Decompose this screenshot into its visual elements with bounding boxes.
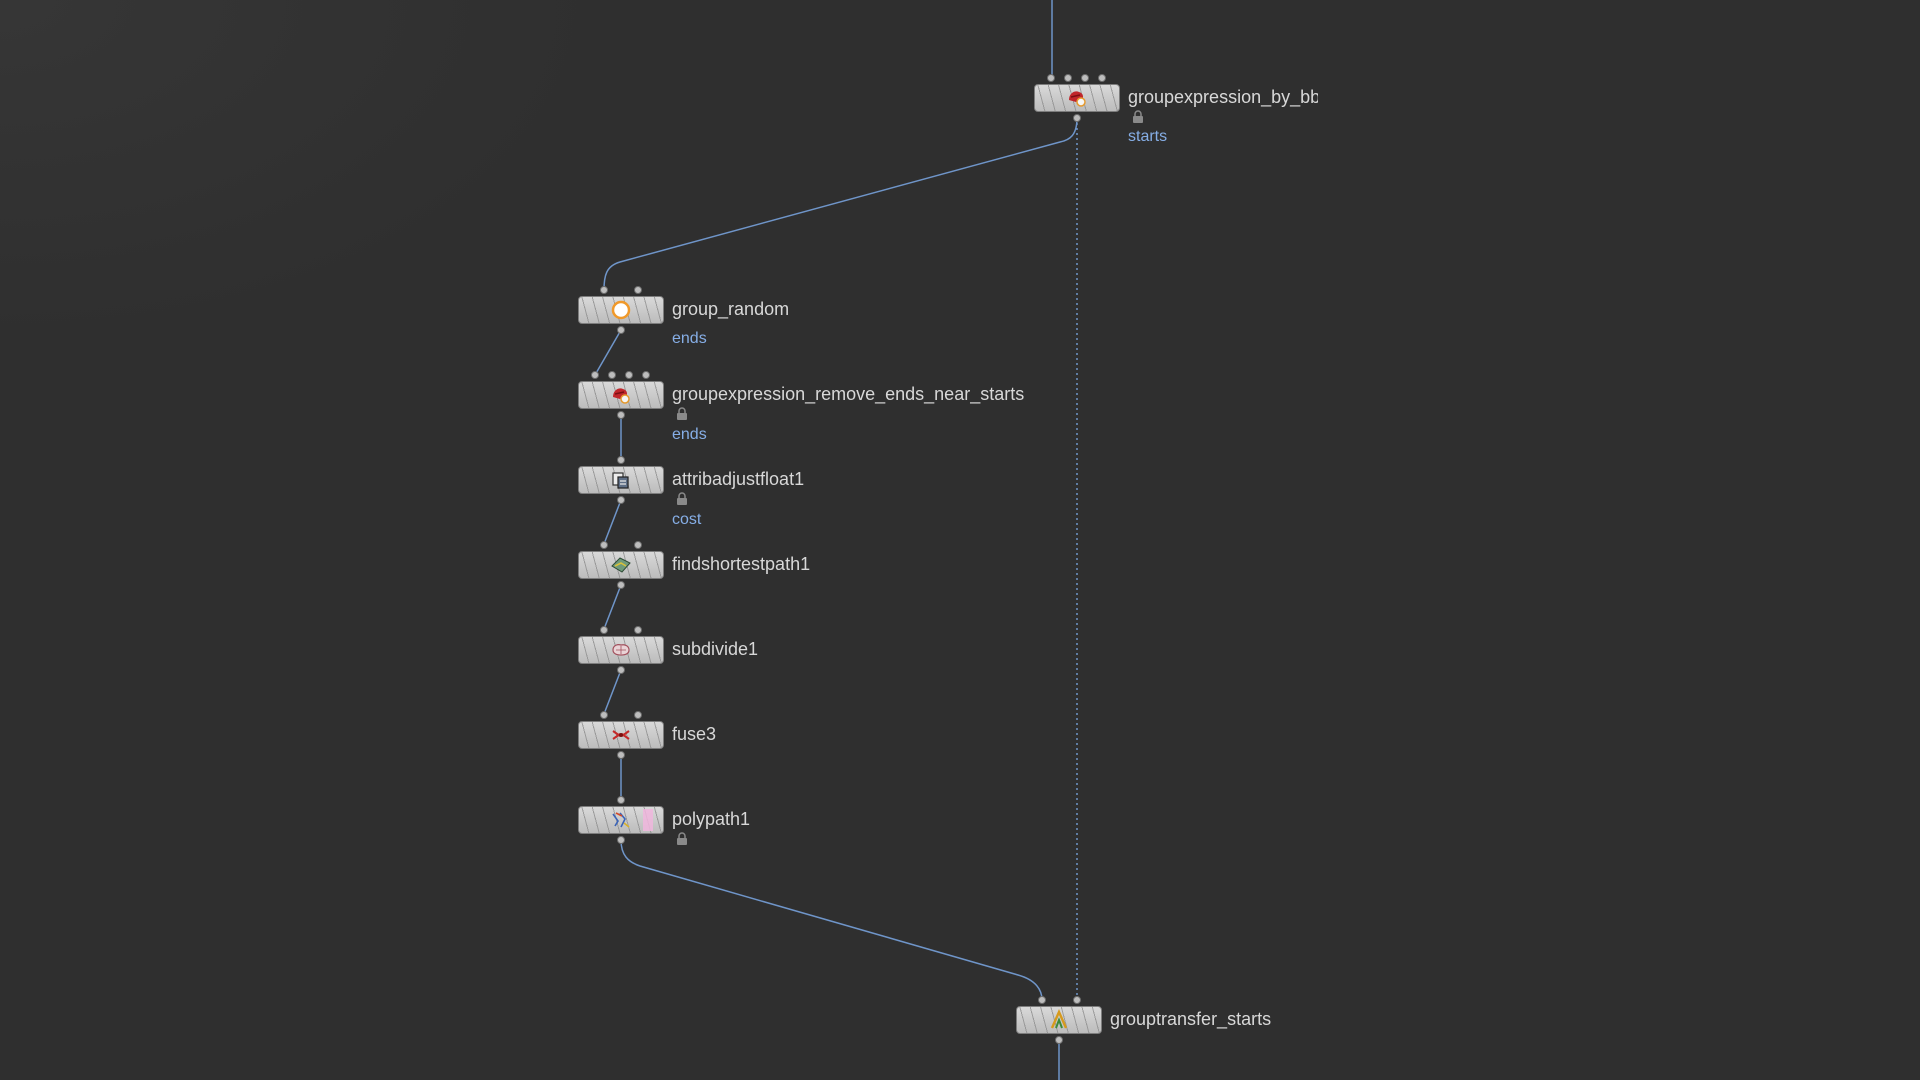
node-tile[interactable] bbox=[578, 296, 664, 324]
wire-findshortestpath1-to-subdivide1 bbox=[603, 584, 622, 630]
input-port[interactable] bbox=[634, 626, 642, 634]
find-shortest-path-icon bbox=[610, 554, 632, 576]
output-port[interactable] bbox=[617, 666, 625, 674]
wire-attribadjustfloat1-to-findshortestpath1 bbox=[603, 499, 622, 545]
node-label[interactable]: group_random bbox=[672, 299, 790, 319]
node-group-label: ends bbox=[672, 330, 707, 347]
lock-icon bbox=[675, 407, 689, 421]
input-port[interactable] bbox=[634, 286, 642, 294]
node-label[interactable]: findshortestpath1 bbox=[672, 554, 811, 574]
lock-icon bbox=[1131, 110, 1145, 124]
output-port[interactable] bbox=[617, 836, 625, 844]
output-port[interactable] bbox=[617, 581, 625, 589]
fuse-icon bbox=[610, 724, 632, 746]
lock-icon bbox=[675, 492, 689, 506]
bypass-flag[interactable] bbox=[643, 809, 653, 831]
node-tile[interactable] bbox=[578, 466, 664, 494]
input-port[interactable] bbox=[634, 711, 642, 719]
input-port[interactable] bbox=[617, 796, 625, 804]
input-port[interactable] bbox=[600, 711, 608, 719]
node-tile[interactable] bbox=[578, 636, 664, 664]
input-port[interactable] bbox=[1064, 74, 1072, 82]
node-label[interactable]: fuse3 bbox=[672, 724, 717, 744]
node-tile[interactable] bbox=[578, 806, 664, 834]
node-label[interactable]: polypath1 bbox=[672, 809, 751, 829]
node-group-label: starts bbox=[1128, 128, 1168, 145]
group-transfer-icon bbox=[1048, 1009, 1070, 1031]
input-port[interactable] bbox=[617, 456, 625, 464]
group-expression-icon bbox=[1066, 87, 1088, 109]
input-port[interactable] bbox=[625, 371, 633, 379]
node-label[interactable]: subdivide1 bbox=[672, 639, 759, 659]
input-port[interactable] bbox=[634, 541, 642, 549]
input-port[interactable] bbox=[600, 541, 608, 549]
node-group-label: cost bbox=[672, 511, 702, 528]
node-label[interactable]: groupexpression_by_bb bbox=[1128, 87, 1318, 107]
output-port[interactable] bbox=[617, 411, 625, 419]
node-label[interactable]: groupexpression_remove_ends_near_starts bbox=[672, 384, 1025, 404]
input-port[interactable] bbox=[591, 371, 599, 379]
node-label[interactable]: attribadjustfloat1 bbox=[672, 469, 805, 489]
input-port[interactable] bbox=[600, 626, 608, 634]
input-port[interactable] bbox=[642, 371, 650, 379]
input-port[interactable] bbox=[1038, 996, 1046, 1004]
wire-group-random-to-groupexpression-remove bbox=[594, 329, 622, 376]
output-port[interactable] bbox=[1055, 1036, 1063, 1044]
input-port[interactable] bbox=[600, 286, 608, 294]
lock-icon bbox=[675, 832, 689, 846]
node-group-label: ends bbox=[672, 426, 707, 443]
node-tile[interactable] bbox=[578, 721, 664, 749]
input-port[interactable] bbox=[1098, 74, 1106, 82]
wire-polypath1-to-grouptransfer-starts bbox=[620, 839, 1043, 1001]
input-port[interactable] bbox=[1081, 74, 1089, 82]
output-port[interactable] bbox=[617, 496, 625, 504]
output-port[interactable] bbox=[617, 326, 625, 334]
subdivide-icon bbox=[610, 639, 632, 661]
group-random-icon bbox=[610, 299, 632, 321]
input-port[interactable] bbox=[1047, 74, 1055, 82]
wire-groupexpression-by-bb-to-group-random bbox=[603, 117, 1078, 291]
output-port[interactable] bbox=[617, 751, 625, 759]
node-tile[interactable] bbox=[1034, 84, 1120, 112]
input-port[interactable] bbox=[608, 371, 616, 379]
attrib-adjust-icon bbox=[610, 469, 632, 491]
output-port[interactable] bbox=[1073, 114, 1081, 122]
node-label[interactable]: grouptransfer_starts bbox=[1110, 1009, 1272, 1029]
node-tile[interactable] bbox=[578, 381, 664, 409]
group-expression-icon bbox=[610, 384, 632, 406]
input-port[interactable] bbox=[1073, 996, 1081, 1004]
polypath-icon bbox=[610, 809, 632, 831]
wire-subdivide1-to-fuse3 bbox=[603, 669, 622, 715]
node-tile[interactable] bbox=[1016, 1006, 1102, 1034]
node-tile[interactable] bbox=[578, 551, 664, 579]
